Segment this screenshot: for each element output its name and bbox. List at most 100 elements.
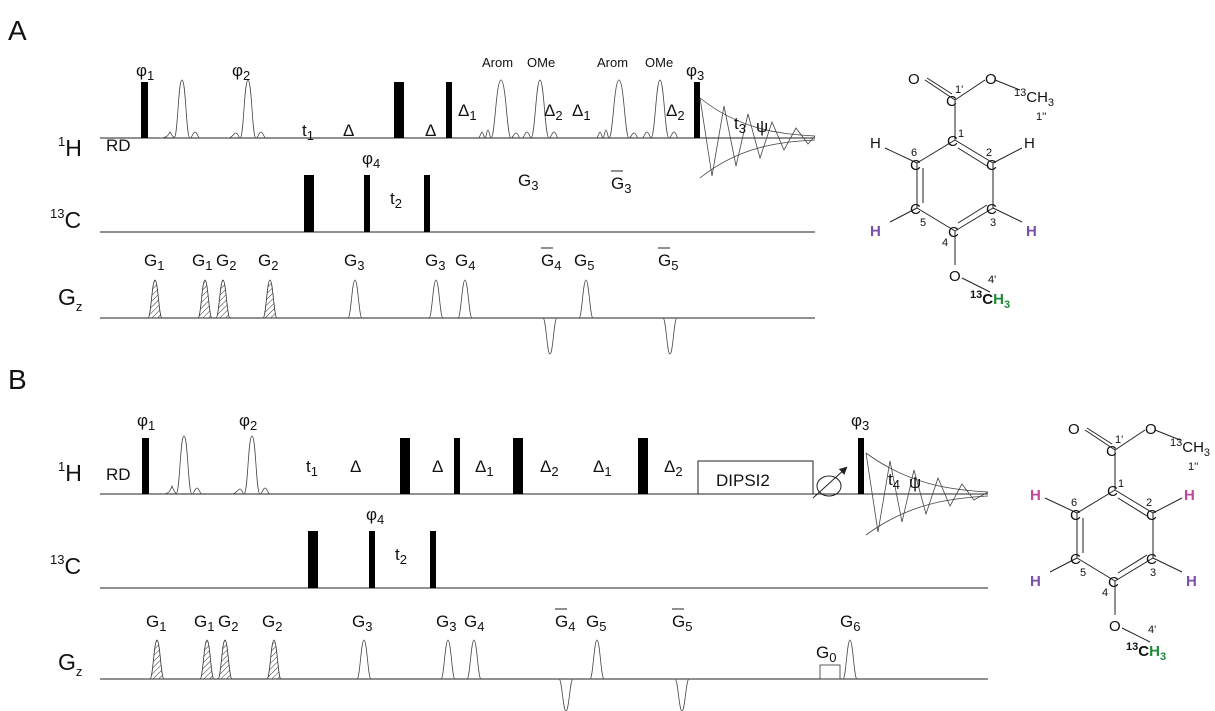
delta1-label: Δ1: [593, 457, 612, 479]
atom-number: 3: [1150, 567, 1156, 579]
delta-label: Δ: [432, 457, 443, 476]
arom-label: Arom: [482, 55, 513, 70]
gradient-label: G2: [218, 612, 238, 634]
t2-label: t2: [390, 189, 402, 211]
carbon-atom: C: [1070, 551, 1081, 568]
gradient-pulse-g3: [440, 639, 456, 680]
atom-number: 5: [920, 217, 926, 229]
gz-symbol: G: [58, 284, 76, 310]
gradient-pulse-g0: [819, 664, 841, 680]
gradient-pulse-g3: [347, 279, 363, 319]
gradient-label: G1: [192, 251, 212, 273]
phase-cycle-ellipse: [816, 475, 842, 497]
atom-position: 4': [1148, 624, 1156, 636]
oxygen-atom: O: [985, 71, 997, 88]
atom-number: 4: [942, 237, 948, 249]
fid-acquisition: [699, 97, 816, 179]
gradient-label: G3: [352, 612, 372, 634]
gradient-label: G5: [574, 251, 594, 273]
gradient-pulse-g2: [266, 639, 282, 680]
selective-pulse: [231, 435, 271, 495]
gradient-label: G1: [146, 612, 166, 634]
hydrogen-atom-highlight: H: [1026, 223, 1037, 240]
gradient-pulse-g2: [262, 279, 278, 319]
gradient-pulse-g6: [842, 639, 858, 680]
gradient-pulse-g5-neg: [674, 678, 690, 711]
pulse-180: [513, 438, 523, 494]
phi1-label: φ1: [137, 411, 155, 433]
carbon-atom: C: [948, 224, 959, 241]
h1-symbol: H: [65, 135, 82, 161]
hydrogen-atom-highlight: H: [1030, 573, 1041, 590]
selective-pulse-arom: [595, 79, 639, 139]
gradient-pulse-g4: [466, 639, 482, 680]
t1-label: t1: [302, 121, 314, 143]
hydrogen-atom-highlight: H: [1186, 573, 1197, 590]
hydrogen-atom: H: [870, 135, 881, 152]
carbon-atom: C: [1146, 551, 1157, 568]
carbon-atom: C: [910, 201, 921, 218]
gradient-label: G1: [194, 612, 214, 634]
atom-number: 6: [911, 147, 917, 159]
atom-number: 3: [990, 217, 996, 229]
carbon-atom: C: [946, 93, 957, 110]
gradient-label: G3: [425, 251, 445, 273]
ome-label: OMe: [645, 55, 673, 70]
oxygen-atom: O: [1068, 421, 1080, 438]
gradient-pulse-g1: [147, 279, 163, 319]
svg-text:13C: 13C: [50, 552, 81, 579]
atom-number: 4: [1102, 587, 1108, 599]
gradient-label: G3: [344, 251, 364, 273]
gradient-pulse-g1: [199, 639, 215, 680]
svg-text:1H: 1H: [58, 134, 82, 161]
carbon-atom: C: [1070, 507, 1081, 524]
atom-number: 5: [1080, 567, 1086, 579]
gradient-label: G2: [258, 251, 278, 273]
t1-label: t1: [306, 457, 318, 479]
gradient-pulse-g1: [197, 279, 213, 319]
atom-number: 1: [1118, 478, 1124, 490]
delta1-label: Δ1: [458, 101, 477, 123]
gradient-pulse-g2: [217, 639, 233, 680]
methoxy-13c: 13CH3: [970, 289, 1010, 311]
panel-letter: A: [8, 15, 27, 46]
delta1-label: Δ1: [475, 457, 494, 479]
oxygen-atom: O: [1109, 618, 1121, 635]
atom-position: 1': [1115, 434, 1123, 446]
acq-time-label: t4: [888, 470, 900, 492]
selective-pulse: [227, 79, 267, 139]
gradient-label-bar: G4: [541, 251, 561, 273]
phi4-label: φ4: [366, 505, 384, 527]
methyl-13c: 13CH3: [1170, 437, 1210, 459]
selective-pulse-ome: [641, 79, 679, 139]
pulse-180: [394, 82, 404, 138]
atom-number: 2: [986, 147, 992, 159]
gradient-label: G1: [144, 251, 164, 273]
gradient-label: G4: [464, 612, 484, 634]
carbon-atom: C: [986, 157, 997, 174]
gradient-pulse-g5: [578, 279, 594, 319]
panel-a: A 1H 13C Gz RD: [8, 15, 816, 355]
g3-label: G3: [518, 171, 538, 193]
atom-number: 2: [1146, 497, 1152, 509]
gradient-pulse-g5-neg: [662, 317, 678, 355]
delta1-label: Δ1: [572, 101, 591, 123]
carbon-atom: C: [1108, 574, 1119, 591]
delta2-label: Δ2: [664, 457, 683, 479]
fid-acquisition: [865, 452, 989, 536]
delta2-label: Δ2: [540, 457, 559, 479]
c13-pulse-90: [424, 175, 430, 232]
channel-label-1h: 1H: [58, 134, 82, 161]
gradient-label: G6: [840, 612, 860, 634]
gradient-label-bar: G4: [555, 612, 575, 634]
phi1-label: φ1: [136, 61, 154, 83]
c13-symbol: C: [64, 207, 81, 233]
gradient-label: G3: [436, 612, 456, 634]
gradient-pulse-g1: [149, 639, 165, 680]
g3-bar-label: G3: [611, 174, 631, 196]
molecule-structure-b: C 1' O O 13CH3 1'' C 1 C 2 C 3 C 4 C 5 C…: [1030, 421, 1210, 663]
gz-sub: z: [76, 299, 83, 314]
svg-text:Gz: Gz: [58, 649, 82, 679]
selective-pulse-arom: [477, 79, 521, 139]
